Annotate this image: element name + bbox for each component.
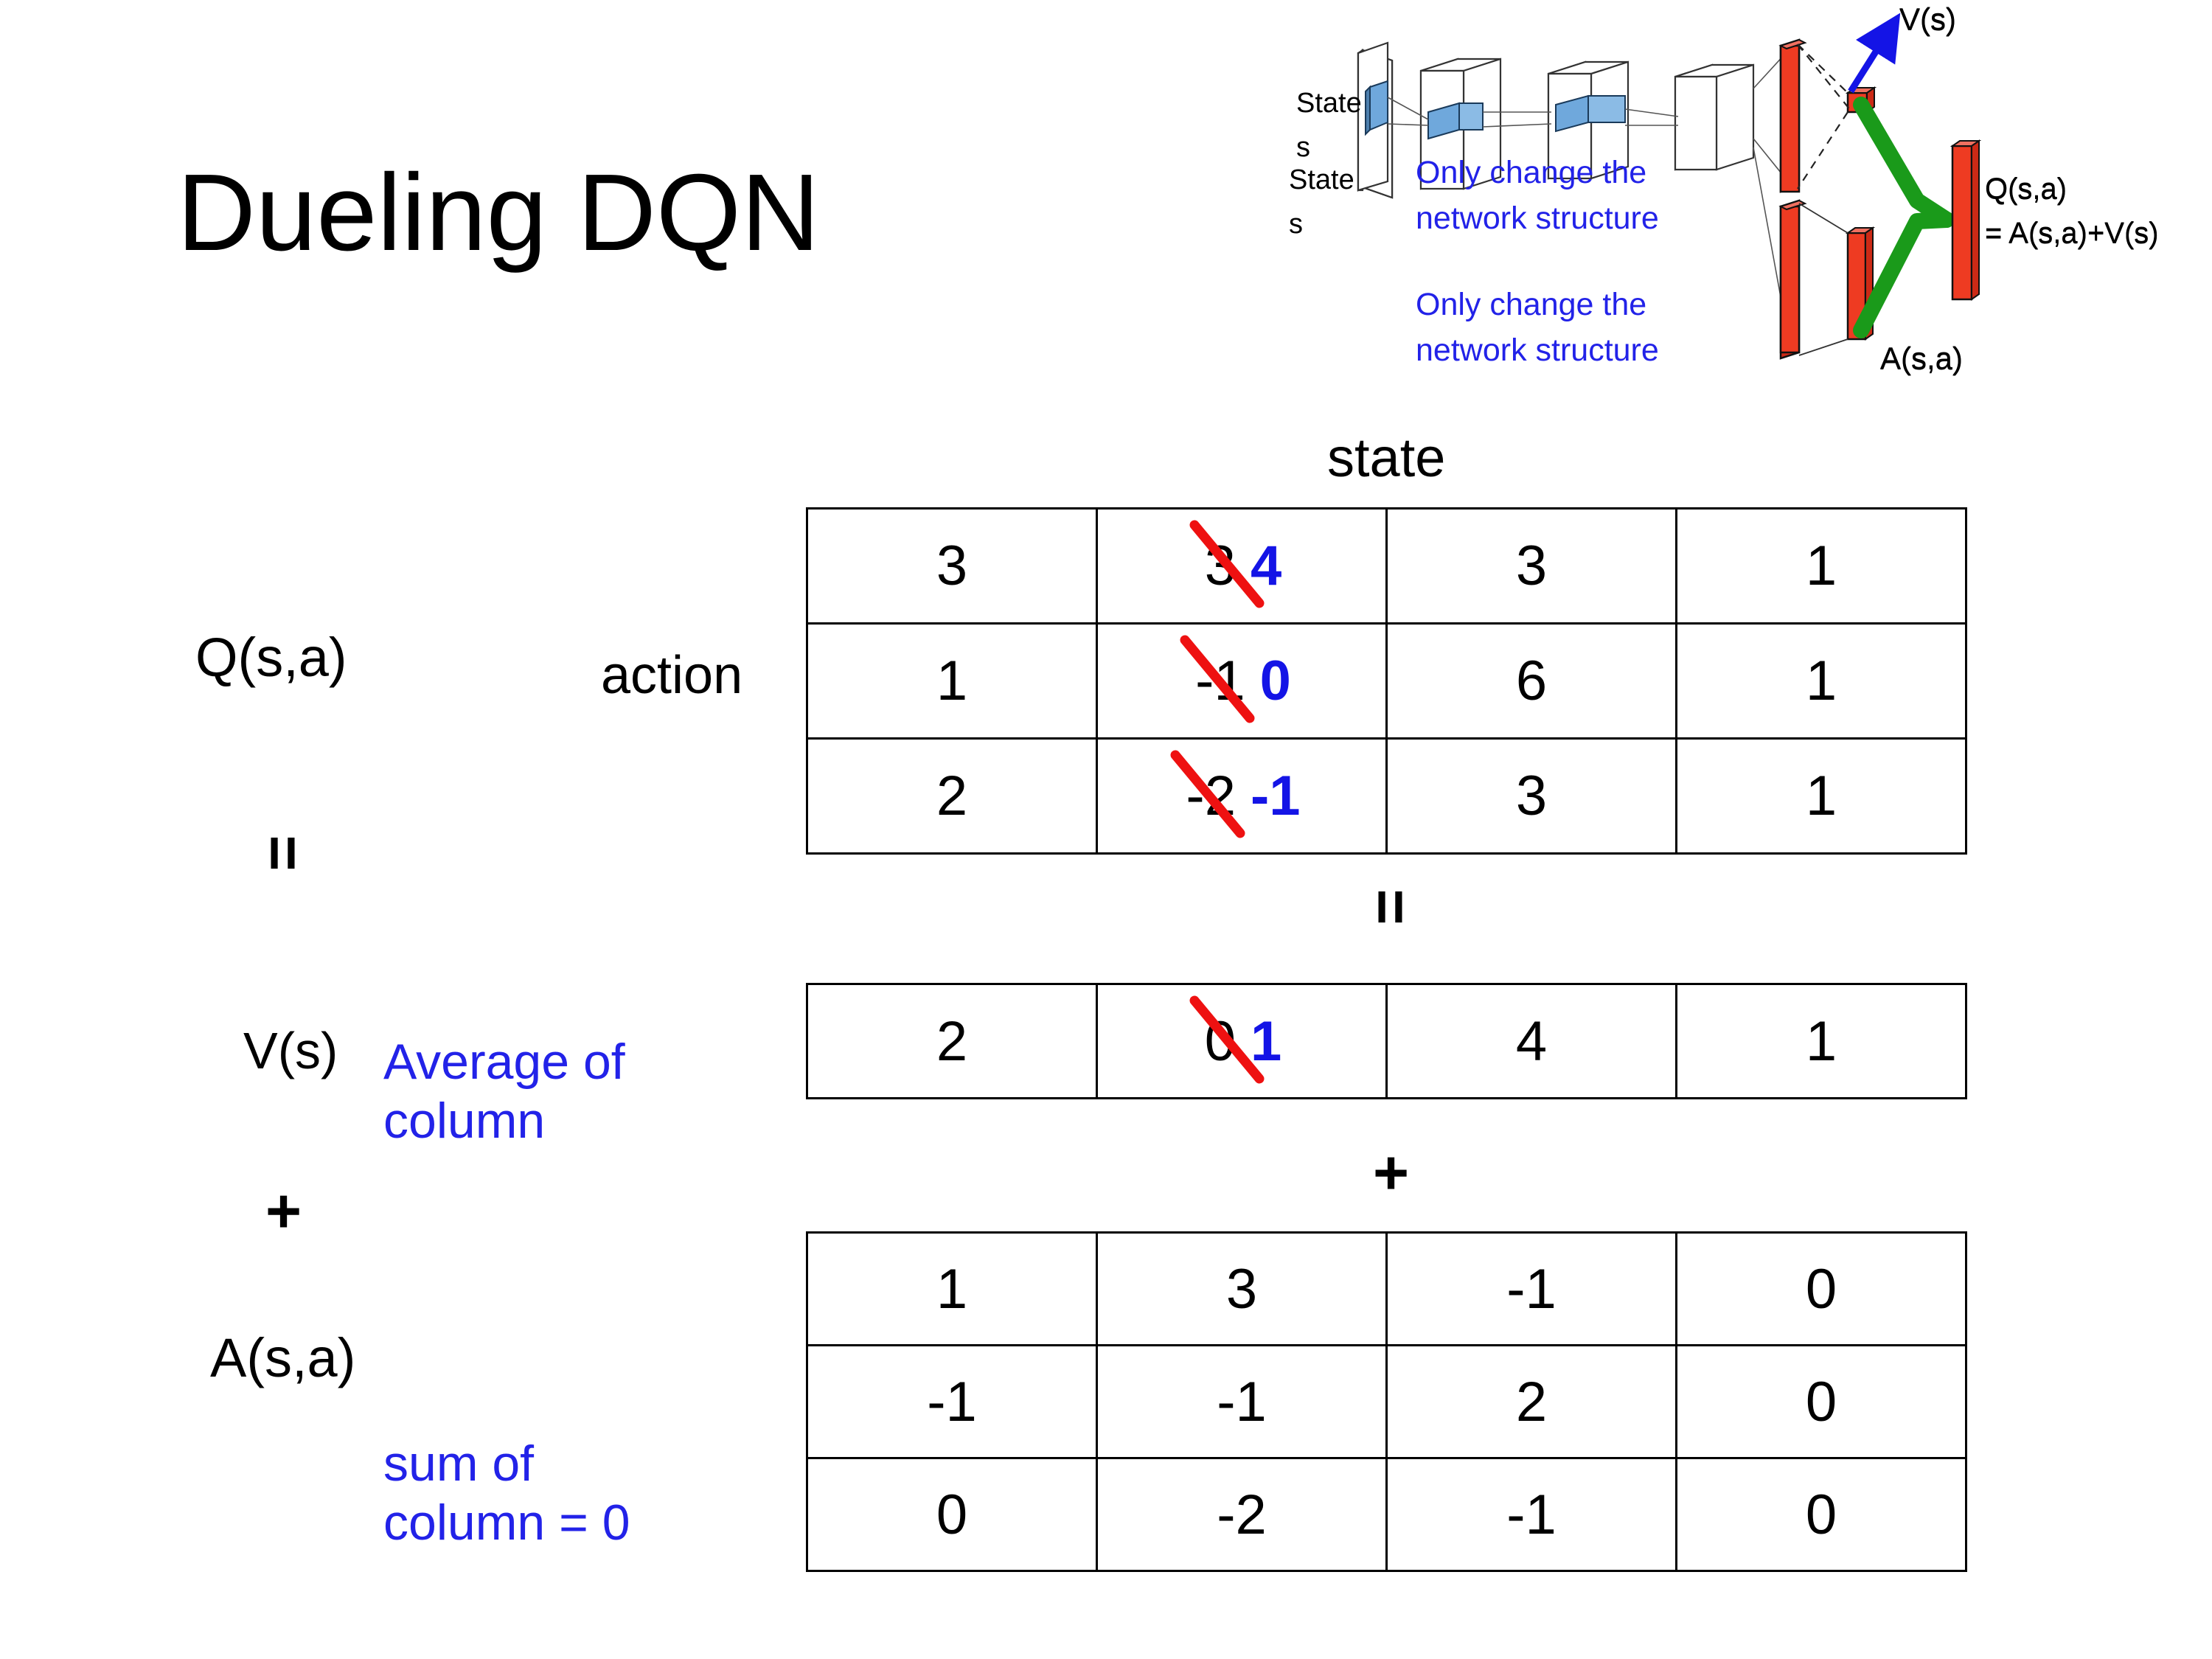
q-cell-r1c2: 6 (1385, 622, 1677, 740)
average-note-line1: Average of (383, 1034, 625, 1090)
q-function-label: Q(s,a) (195, 627, 347, 688)
diagram-v-output-label: V(s) (1899, 2, 1956, 37)
plus-sign-middle: + (1373, 1138, 1410, 1207)
a-cell-r2c0: 0 (806, 1457, 1098, 1572)
action-axis-label: action (601, 646, 743, 705)
v-value-table: 2 0 1 4 1 (806, 983, 1967, 1099)
v-cell-r0c1-new-value: 1 (1251, 1009, 1282, 1073)
a-cell-r1c3: 0 (1675, 1344, 1967, 1459)
state-label-line1: State (1296, 88, 1362, 119)
q-cell-r0c1-old-value: 3 (1189, 520, 1265, 608)
conv-patch-1-icon (1427, 102, 1484, 140)
diagram-state-label-line1: State (1289, 164, 1354, 195)
a-cell-r0c1: 3 (1096, 1231, 1388, 1346)
diagram-note-line2: network structure (1416, 333, 1659, 368)
sum-note-line2: column = 0 (383, 1495, 630, 1551)
q-cell-r2c2: 3 (1385, 737, 1677, 855)
diagram-a-label: A(s,a) (1880, 341, 1963, 375)
v-cell-r0c3: 1 (1675, 983, 1967, 1099)
average-note-line2: column (383, 1093, 546, 1150)
diagram-v-label: V(s) (1899, 1, 1956, 36)
average-of-column-note: Average of column (383, 1032, 625, 1150)
q-cell-r1c1-old-value: -1 (1180, 635, 1255, 723)
q-cell-r0c2: 3 (1385, 507, 1677, 625)
diagram-state-label-line2: s (1289, 209, 1303, 240)
equals-sign-left: = (248, 835, 319, 872)
v-cell-r0c1: 0 1 (1096, 983, 1388, 1099)
value-stream-bar-icon (1778, 38, 1807, 193)
table-row: 2 0 1 4 1 (806, 983, 1967, 1099)
table-row: 2 -2 -1 3 1 (806, 737, 1967, 855)
q-cell-r2c0: 2 (806, 737, 1098, 855)
input-patch-icon (1365, 80, 1388, 136)
a-cell-r2c3: 0 (1675, 1457, 1967, 1572)
q-cell-r2c1-new-value: -1 (1251, 765, 1301, 827)
table-row: 3 3 4 3 1 (806, 507, 1967, 625)
conv-layer-3-icon (1674, 63, 1755, 171)
equals-sign-middle: = (1356, 888, 1426, 925)
diagram-q-output-label-2: = A(s,a)+V(s) (1985, 217, 2159, 249)
v-cell-r0c0: 2 (806, 983, 1098, 1099)
table-row: 0 -2 -1 0 (806, 1457, 1967, 1572)
q-value-table: 3 3 4 3 1 1 -1 0 6 1 2 (806, 507, 1967, 855)
network-note-line1: Only change the (1416, 155, 1646, 190)
sum-of-column-note: sum of column = 0 (383, 1434, 630, 1552)
a-cell-r0c3: 0 (1675, 1231, 1967, 1346)
a-cell-r1c0: -1 (806, 1344, 1098, 1459)
page-title: Dueling DQN (177, 152, 820, 274)
a-cell-r0c2: -1 (1385, 1231, 1677, 1346)
v-cell-r0c1-old-value: 0 (1189, 995, 1265, 1083)
table-row: 1 3 -1 0 (806, 1231, 1967, 1346)
state-axis-header: state (1327, 427, 1446, 488)
a-cell-r0c0: 1 (806, 1231, 1098, 1346)
q-cell-r1c0: 1 (806, 622, 1098, 740)
a-cell-r2c1: -2 (1096, 1457, 1388, 1572)
q-cell-r0c1: 3 4 (1096, 507, 1388, 625)
sum-note-line1: sum of (383, 1436, 535, 1492)
table-row: 1 -1 0 6 1 (806, 622, 1967, 740)
q-cell-r2c1: -2 -1 (1096, 737, 1388, 855)
q-cell-r2c1-old-value: -2 (1170, 750, 1245, 838)
diagram-a-output-label: A(s,a) (1880, 341, 1964, 376)
network-note-line2: network structure (1416, 201, 1659, 236)
a-cell-r1c1: -1 (1096, 1344, 1388, 1459)
state-label-line2: s (1296, 132, 1310, 163)
q-cell-r0c1-new-value: 4 (1251, 535, 1282, 597)
q-merge-link-icon (1853, 97, 1955, 338)
advantage-value-table: 1 3 -1 0 -1 -1 2 0 0 -2 -1 0 (806, 1231, 1967, 1572)
plus-sign-left: + (265, 1176, 302, 1245)
v-function-label: V(s) (243, 1022, 338, 1079)
q-output-bar-icon (1950, 139, 1982, 301)
diagram-note-line1: Only change the (1416, 287, 1647, 322)
q-cell-r0c3: 1 (1675, 507, 1967, 625)
q-cell-r1c3: 1 (1675, 622, 1967, 740)
diagram-q-label-1: Q(s,a) (1985, 173, 2067, 206)
table-row: -1 -1 2 0 (806, 1344, 1967, 1459)
v-cell-r0c2: 4 (1385, 983, 1677, 1099)
q-cell-r2c3: 1 (1675, 737, 1967, 855)
advantage-stream-bar-icon (1778, 199, 1807, 360)
a-cell-r2c2: -1 (1385, 1457, 1677, 1572)
conv-patch-2-icon (1555, 94, 1626, 133)
a-cell-r1c2: 2 (1385, 1344, 1677, 1459)
q-cell-r1c1: -1 0 (1096, 622, 1388, 740)
a-function-label: A(s,a) (210, 1327, 356, 1388)
q-cell-r0c0: 3 (806, 507, 1098, 625)
diagram-q-output-label-1: Q(s,a) (1985, 173, 2067, 205)
dueling-network-diagram: State s Only change the network structur… (1099, 0, 2212, 413)
value-arrow-icon (1848, 13, 1901, 94)
diagram-q-label-2: = A(s,a)+V(s) (1985, 218, 2159, 250)
q-cell-r1c1-new-value: 0 (1259, 650, 1291, 712)
